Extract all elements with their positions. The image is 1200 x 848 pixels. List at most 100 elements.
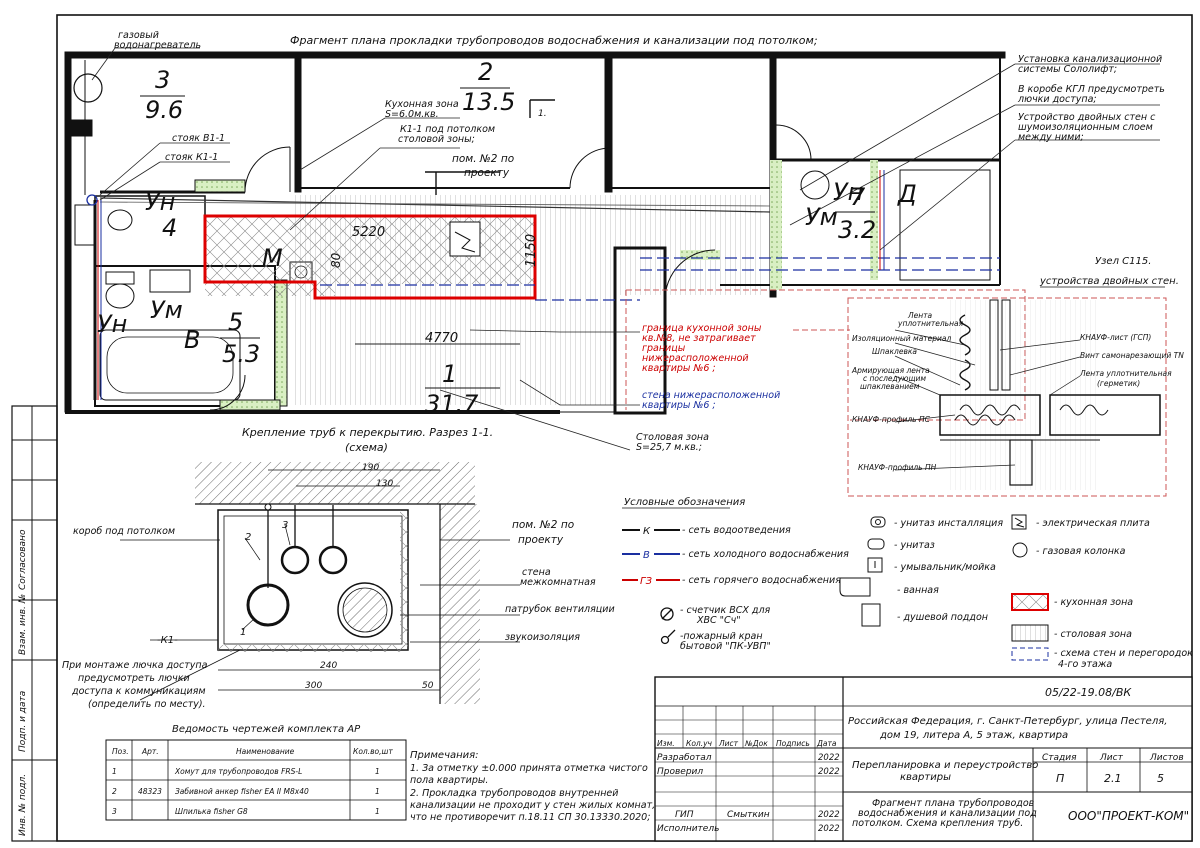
- side-label-3: Подп. и дата: [18, 691, 28, 752]
- label-plan-dims-d5220: 5220: [352, 225, 385, 240]
- label-plan-boundary_note-2: границы: [642, 343, 686, 354]
- label-notes-2: пола квартиры.: [410, 775, 488, 786]
- label-section-callouts-c1: 1: [240, 627, 246, 638]
- label-plan-dining_zone-0: Столовая зона: [636, 432, 709, 443]
- label-plan-pom_note-0: пом. №2 по: [452, 153, 514, 165]
- pipe-lines: [84, 60, 1026, 421]
- label-spec-rows-0-0: 1: [112, 767, 117, 776]
- label-section-callouts-c3: 3: [282, 520, 288, 531]
- label-node-labels-6: шпаклеванием: [860, 382, 920, 391]
- label-section-note-1: предусмотреть лючки: [78, 673, 190, 684]
- label-legend-right-0: - электрическая плита: [1036, 518, 1150, 529]
- label-plan-risers-1: стояк К1-1: [165, 152, 218, 163]
- label-legend-hydrant-0: -пожарный кран: [680, 631, 763, 642]
- side-stamp: Согласовано Взам. инв. № Подп. и дата Ин…: [11, 405, 58, 842]
- label-stamp-code: 05/22-19.08/ВК: [1045, 686, 1132, 699]
- label-section-dims-d130: 130: [376, 479, 393, 489]
- label-section-title-0: Крепление труб к перекрытию. Разрез 1-1.: [242, 426, 493, 439]
- kitchen-zone: [203, 214, 537, 300]
- label-section-title-1: (схема): [345, 441, 388, 454]
- label-stamp-gip_name: Смыткин: [727, 810, 770, 820]
- label-plan-k1_note-1: столовой зоны;: [398, 134, 475, 145]
- label-spec-rows-1-0: 2: [112, 787, 117, 796]
- label-v: В: [184, 326, 200, 354]
- label-stamp-years-1: 2022: [818, 767, 840, 777]
- plan-title: Фрагмент плана прокладки трубопроводов в…: [290, 34, 818, 47]
- label-legend-left-1-sym: В: [643, 550, 650, 561]
- label-stamp-stage_vals-0: П: [1056, 772, 1064, 785]
- label-stamp-years-3: 2022: [818, 824, 840, 834]
- label-stamp-company: ООО"ПРОЕКТ-КОМ": [1068, 809, 1189, 823]
- label-plan-boundary_note-4: квартиры №6 ;: [642, 363, 716, 374]
- label-spec-headers-1: Арт.: [141, 747, 159, 756]
- label-legend-right-4: - схема стен и перегородок: [1054, 648, 1193, 659]
- label-stamp-project-1: квартиры: [900, 772, 951, 783]
- label-node-labels-10: Винт самонарезающий TN: [1080, 351, 1184, 360]
- label-spec-headers-2: Наименование: [236, 747, 295, 756]
- label-un-3: Ун: [833, 178, 863, 206]
- label-stamp-head-4: Подпись: [776, 739, 810, 748]
- room-3-area: 9.6: [145, 96, 183, 124]
- label-legend-hydrant-1: бытовой "ПК-УВП": [680, 641, 771, 652]
- label-legend-left-0-sym: К: [643, 526, 651, 537]
- label-stamp-roles-0: Разработал: [657, 753, 712, 763]
- label-plan-gas_heater-0: газовый: [118, 30, 159, 41]
- label-notes-3: 2. Прокладка трубопроводов внутренней: [410, 788, 618, 799]
- label-um-3: Ум: [805, 203, 838, 231]
- label-node-title-1: устройства двойных стен.: [1039, 276, 1179, 287]
- label-section-dims-d240: 240: [320, 661, 337, 671]
- label-stamp-head-5: Дата: [816, 739, 837, 748]
- label-section-right_labels-0: пом. №2 по: [512, 519, 574, 531]
- label-stamp-sheet_title-1: водоснабжения и канализации под: [858, 808, 1037, 819]
- side-label-1: Согласовано: [18, 529, 28, 590]
- label-spec-headers-3: Кол.во,шт: [353, 747, 393, 756]
- label-stamp-stage_head-0: Стадия: [1042, 753, 1077, 763]
- label-legend-meter-1: ХВС "Сч": [696, 615, 741, 626]
- legend: Условные обозначения К В ГЗ - сеть водоо…: [622, 496, 1193, 670]
- label-stamp-stage_vals-2: 5: [1157, 772, 1164, 785]
- label-stamp-head-1: Кол.уч: [686, 739, 713, 748]
- label-un-2: Ун: [97, 310, 127, 338]
- label-node-labels-7: КНАУФ-профиль ПС: [852, 415, 931, 424]
- label-plan-dims-d80: 80: [329, 252, 343, 268]
- section-marker: [425, 99, 555, 195]
- spec-table: Ведомость чертежей комплекта АР Поз. Арт…: [105, 724, 407, 821]
- label-notes-5: что не противоречит п.18.11 СП 30.13330.…: [410, 812, 650, 823]
- label-notes-0: Примечания:: [410, 750, 479, 761]
- label-legend-right-5: 4-го этажа: [1058, 659, 1112, 670]
- label-plan-dims-d1150: 1150: [524, 234, 539, 267]
- label-plan-k1_note-0: К1-1 под потолком: [400, 124, 495, 135]
- leader-lines: [91, 47, 1160, 451]
- label-node-labels-2: Изоляционный материал: [852, 334, 952, 343]
- label-notes-4: канализации не проходит у стен жилых ком…: [410, 800, 655, 811]
- notes: Примечания: 1. За отметку ±0.000 принята…: [410, 750, 655, 823]
- label-stamp-head-2: Лист: [718, 739, 739, 748]
- label-stamp-sheet_title-2: потолком. Схема крепления труб.: [852, 818, 1023, 829]
- label-legend-mid-2: - умывальник/мойка: [894, 562, 996, 573]
- label-legend-left-2-text: - сеть горячего водоснабжения: [682, 575, 841, 586]
- label-um-1: Ум: [150, 296, 183, 324]
- label-spec-rows-1-3: 1: [375, 787, 380, 796]
- label-plan-risers-0: стояк В1-1: [172, 133, 225, 144]
- label-section-callouts-c2: 2: [245, 532, 251, 543]
- wall-node-detail: Узел С115. устройства двойных стен. Лент…: [847, 256, 1184, 497]
- label-plan-right_notes-0-1: системы Сололифт;: [1018, 64, 1117, 75]
- label-plan-boundary_note-0: граница кухонной зоны: [642, 323, 762, 334]
- label-plan-right_notes-1-0: В коробе КГЛ предусмотреть: [1018, 84, 1165, 95]
- label-node-title-0: Узел С115.: [1095, 256, 1151, 267]
- room-3-num: 3: [155, 66, 170, 94]
- room-2-num: 2: [478, 58, 493, 86]
- label-node-labels-0: Лента: [907, 311, 933, 320]
- label-spec-rows-2-2: Шпилька fisher G8: [175, 807, 248, 816]
- label-spec-rows-2-3: 1: [375, 807, 380, 816]
- label-d: Д: [897, 180, 917, 208]
- label-stamp-roles-1: Проверил: [657, 767, 703, 777]
- label-plan-wall_note-0: стена нижерасположенной: [642, 390, 780, 401]
- section-1-1: Крепление труб к перекрытию. Разрез 1-1.…: [62, 426, 615, 710]
- label-node-labels-5: с последующим: [863, 374, 926, 383]
- label-node-labels-8: КНАУФ-профиль ПН: [858, 463, 937, 472]
- label-notes-1: 1. За отметку ±0.000 принята отметка чис…: [410, 763, 648, 774]
- room-4-num: 4: [162, 214, 177, 242]
- label-spec-title: Ведомость чертежей комплекта АР: [172, 724, 361, 735]
